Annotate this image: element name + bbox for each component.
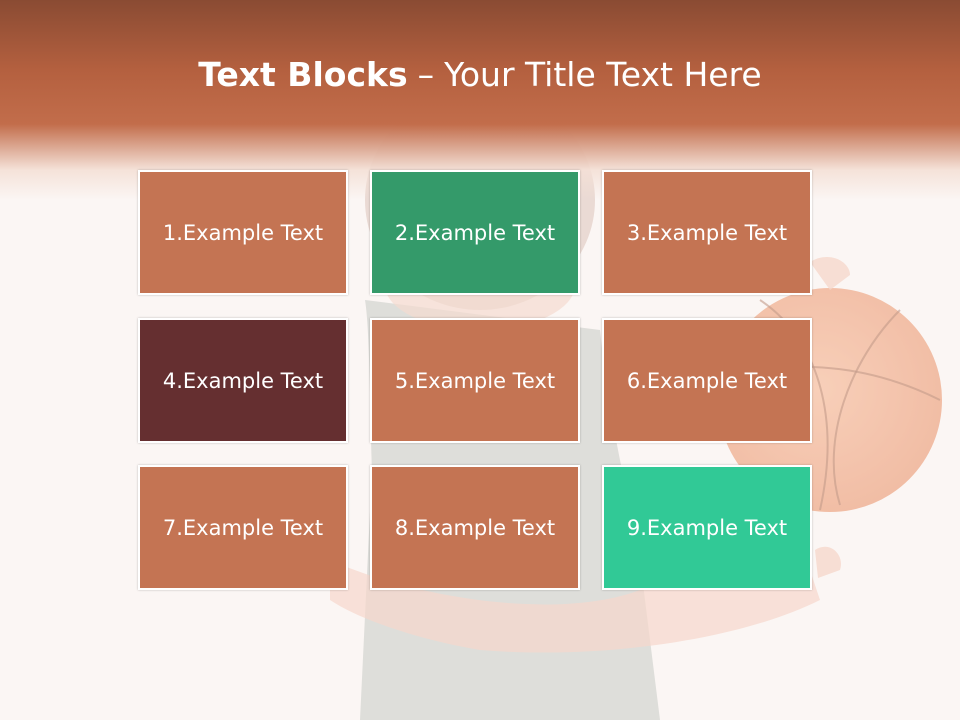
text-block-5[interactable]: 5.Example Text <box>370 318 580 443</box>
text-block-4[interactable]: 4.Example Text <box>138 318 348 443</box>
text-block-label: 5.Example Text <box>394 368 556 393</box>
text-block-label: 4.Example Text <box>162 368 324 393</box>
text-block-6[interactable]: 6.Example Text <box>602 318 812 443</box>
text-block-7[interactable]: 7.Example Text <box>138 465 348 590</box>
title-separator: – <box>417 55 435 94</box>
text-block-label: 8.Example Text <box>394 515 556 540</box>
slide-title: Text Blocks–Your Title Text Here <box>0 52 960 98</box>
text-block-2[interactable]: 2.Example Text <box>370 170 580 295</box>
text-block-grid: 1.Example Text 2.Example Text 3.Example … <box>138 170 816 594</box>
text-block-9[interactable]: 9.Example Text <box>602 465 812 590</box>
text-block-8[interactable]: 8.Example Text <box>370 465 580 590</box>
text-block-label: 6.Example Text <box>626 368 788 393</box>
title-rest: Your Title Text Here <box>444 55 762 94</box>
text-block-label: 2.Example Text <box>394 220 556 245</box>
title-bold-part: Text Blocks <box>198 55 408 94</box>
text-block-label: 1.Example Text <box>162 220 324 245</box>
text-block-3[interactable]: 3.Example Text <box>602 170 812 295</box>
text-block-label: 7.Example Text <box>162 515 324 540</box>
text-block-label: 3.Example Text <box>626 220 788 245</box>
header-band <box>0 0 960 200</box>
text-block-1[interactable]: 1.Example Text <box>138 170 348 295</box>
text-block-label: 9.Example Text <box>626 515 788 540</box>
